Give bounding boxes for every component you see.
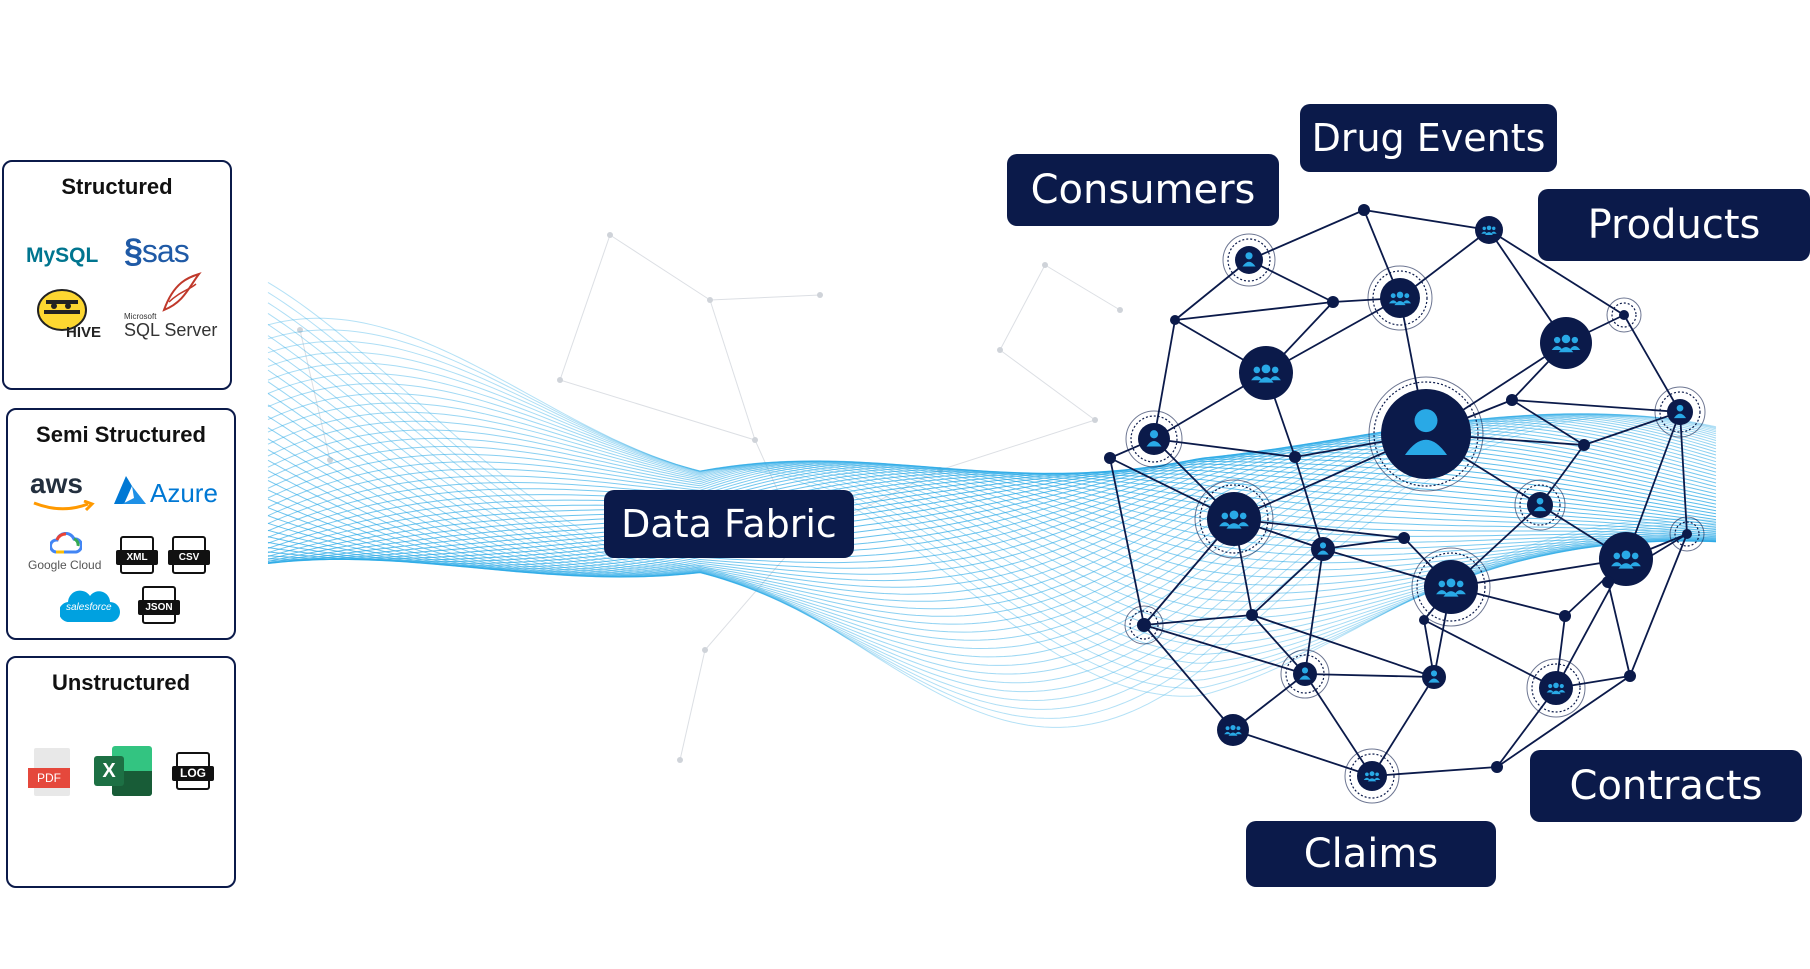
network-node bbox=[1654, 386, 1706, 438]
group-icon bbox=[1388, 291, 1412, 306]
network-node bbox=[1624, 670, 1636, 682]
google-cloud-logo: Google Cloud bbox=[28, 532, 108, 576]
network-node bbox=[1280, 649, 1330, 699]
network-node bbox=[1506, 394, 1518, 406]
group-icon bbox=[1546, 682, 1566, 695]
unstructured-source-box: Unstructured PDF X LOG bbox=[6, 656, 236, 888]
excel-file-icon: X bbox=[94, 746, 152, 798]
network-node bbox=[1540, 317, 1592, 369]
group-icon bbox=[1481, 225, 1497, 235]
network-node bbox=[1491, 761, 1503, 773]
network-node bbox=[1170, 315, 1180, 325]
person-icon bbox=[1430, 670, 1438, 677]
network-node bbox=[1358, 204, 1370, 216]
person-icon bbox=[1301, 667, 1309, 674]
mysql-logo: MySQL bbox=[26, 244, 99, 267]
network-node bbox=[1419, 615, 1429, 625]
entity-network bbox=[1104, 204, 1706, 804]
network-node bbox=[1367, 265, 1433, 331]
network-node bbox=[1246, 609, 1258, 621]
person-icon bbox=[1676, 404, 1684, 412]
group-icon bbox=[1363, 771, 1381, 782]
network-node bbox=[1344, 748, 1400, 804]
network-node bbox=[1222, 233, 1276, 287]
pdf-file-icon: PDF bbox=[28, 748, 76, 798]
network-node bbox=[1239, 346, 1293, 400]
person-icon bbox=[1536, 497, 1544, 505]
entity-label-contracts: Contracts bbox=[1530, 750, 1802, 822]
log-file-icon: LOG bbox=[172, 752, 214, 790]
structured-source-box: Structured MySQL §sas HIVE Microsoft SQL… bbox=[2, 160, 232, 390]
person-icon bbox=[1245, 252, 1253, 260]
network-node bbox=[1124, 605, 1164, 645]
csv-file-icon: CSV bbox=[168, 536, 210, 574]
entity-label-consumers: Consumers bbox=[1007, 154, 1279, 226]
network-node bbox=[1289, 451, 1301, 463]
hive-bee-icon bbox=[37, 289, 87, 331]
group-icon bbox=[1219, 510, 1249, 529]
azure-logo: Azure bbox=[112, 476, 232, 516]
group-icon bbox=[1611, 550, 1641, 569]
json-file-icon: JSON bbox=[138, 586, 180, 624]
semi-structured-source-box: Semi Structured aws Azure Google Cloud X… bbox=[6, 408, 236, 640]
structured-title: Structured bbox=[61, 174, 173, 199]
group-icon bbox=[1251, 364, 1281, 383]
entity-label-products: Products bbox=[1538, 189, 1810, 261]
hive-text: HIVE bbox=[66, 324, 102, 341]
network-node bbox=[1368, 376, 1484, 492]
salesforce-cloud-icon bbox=[58, 590, 120, 623]
person-icon bbox=[1149, 430, 1159, 439]
network-node bbox=[1514, 479, 1566, 531]
data-fabric-label: Data Fabric bbox=[604, 490, 854, 558]
network-node bbox=[1422, 665, 1446, 689]
group-icon bbox=[1436, 578, 1466, 597]
entity-label-claims: Claims bbox=[1246, 821, 1496, 887]
aws-smile-icon bbox=[33, 500, 95, 512]
unstructured-title: Unstructured bbox=[51, 670, 191, 695]
network-node bbox=[1411, 547, 1491, 627]
network-node bbox=[1602, 576, 1614, 588]
network-node bbox=[1578, 439, 1590, 451]
network-node bbox=[1398, 532, 1410, 544]
sas-logo: §sas bbox=[124, 232, 190, 270]
semi-structured-title: Semi Structured bbox=[36, 422, 206, 447]
azure-a-icon bbox=[114, 476, 146, 504]
sqlserver-text: SQL Server bbox=[124, 320, 218, 340]
network-node bbox=[1311, 537, 1335, 561]
data-fabric-waves bbox=[267, 281, 1717, 728]
salesforce-logo: salesforce bbox=[58, 588, 120, 626]
network-node bbox=[1669, 516, 1705, 552]
group-icon bbox=[1224, 724, 1242, 736]
network-node bbox=[1475, 216, 1503, 244]
entity-label-drug-events: Drug Events bbox=[1300, 104, 1557, 172]
network-node bbox=[1125, 410, 1183, 468]
network-node bbox=[1217, 714, 1249, 746]
network-node bbox=[1606, 297, 1642, 333]
hive-logo: HIVE bbox=[32, 280, 102, 350]
group-icon bbox=[1551, 334, 1581, 353]
network-node bbox=[1526, 658, 1586, 718]
person-icon bbox=[1414, 409, 1438, 433]
sqlserver-icon bbox=[162, 272, 202, 312]
person-icon bbox=[1319, 542, 1327, 549]
network-node bbox=[1327, 296, 1339, 308]
sqlserver-logo: Microsoft SQL Server bbox=[124, 272, 234, 352]
google-cloud-icon bbox=[50, 532, 82, 554]
network-node bbox=[1599, 532, 1653, 586]
xml-file-icon: XML bbox=[116, 536, 158, 574]
network-node bbox=[1194, 479, 1274, 559]
network-node bbox=[1559, 610, 1571, 622]
aws-logo: aws bbox=[30, 468, 100, 512]
microsoft-text: Microsoft bbox=[124, 312, 157, 321]
network-node bbox=[1104, 452, 1116, 464]
